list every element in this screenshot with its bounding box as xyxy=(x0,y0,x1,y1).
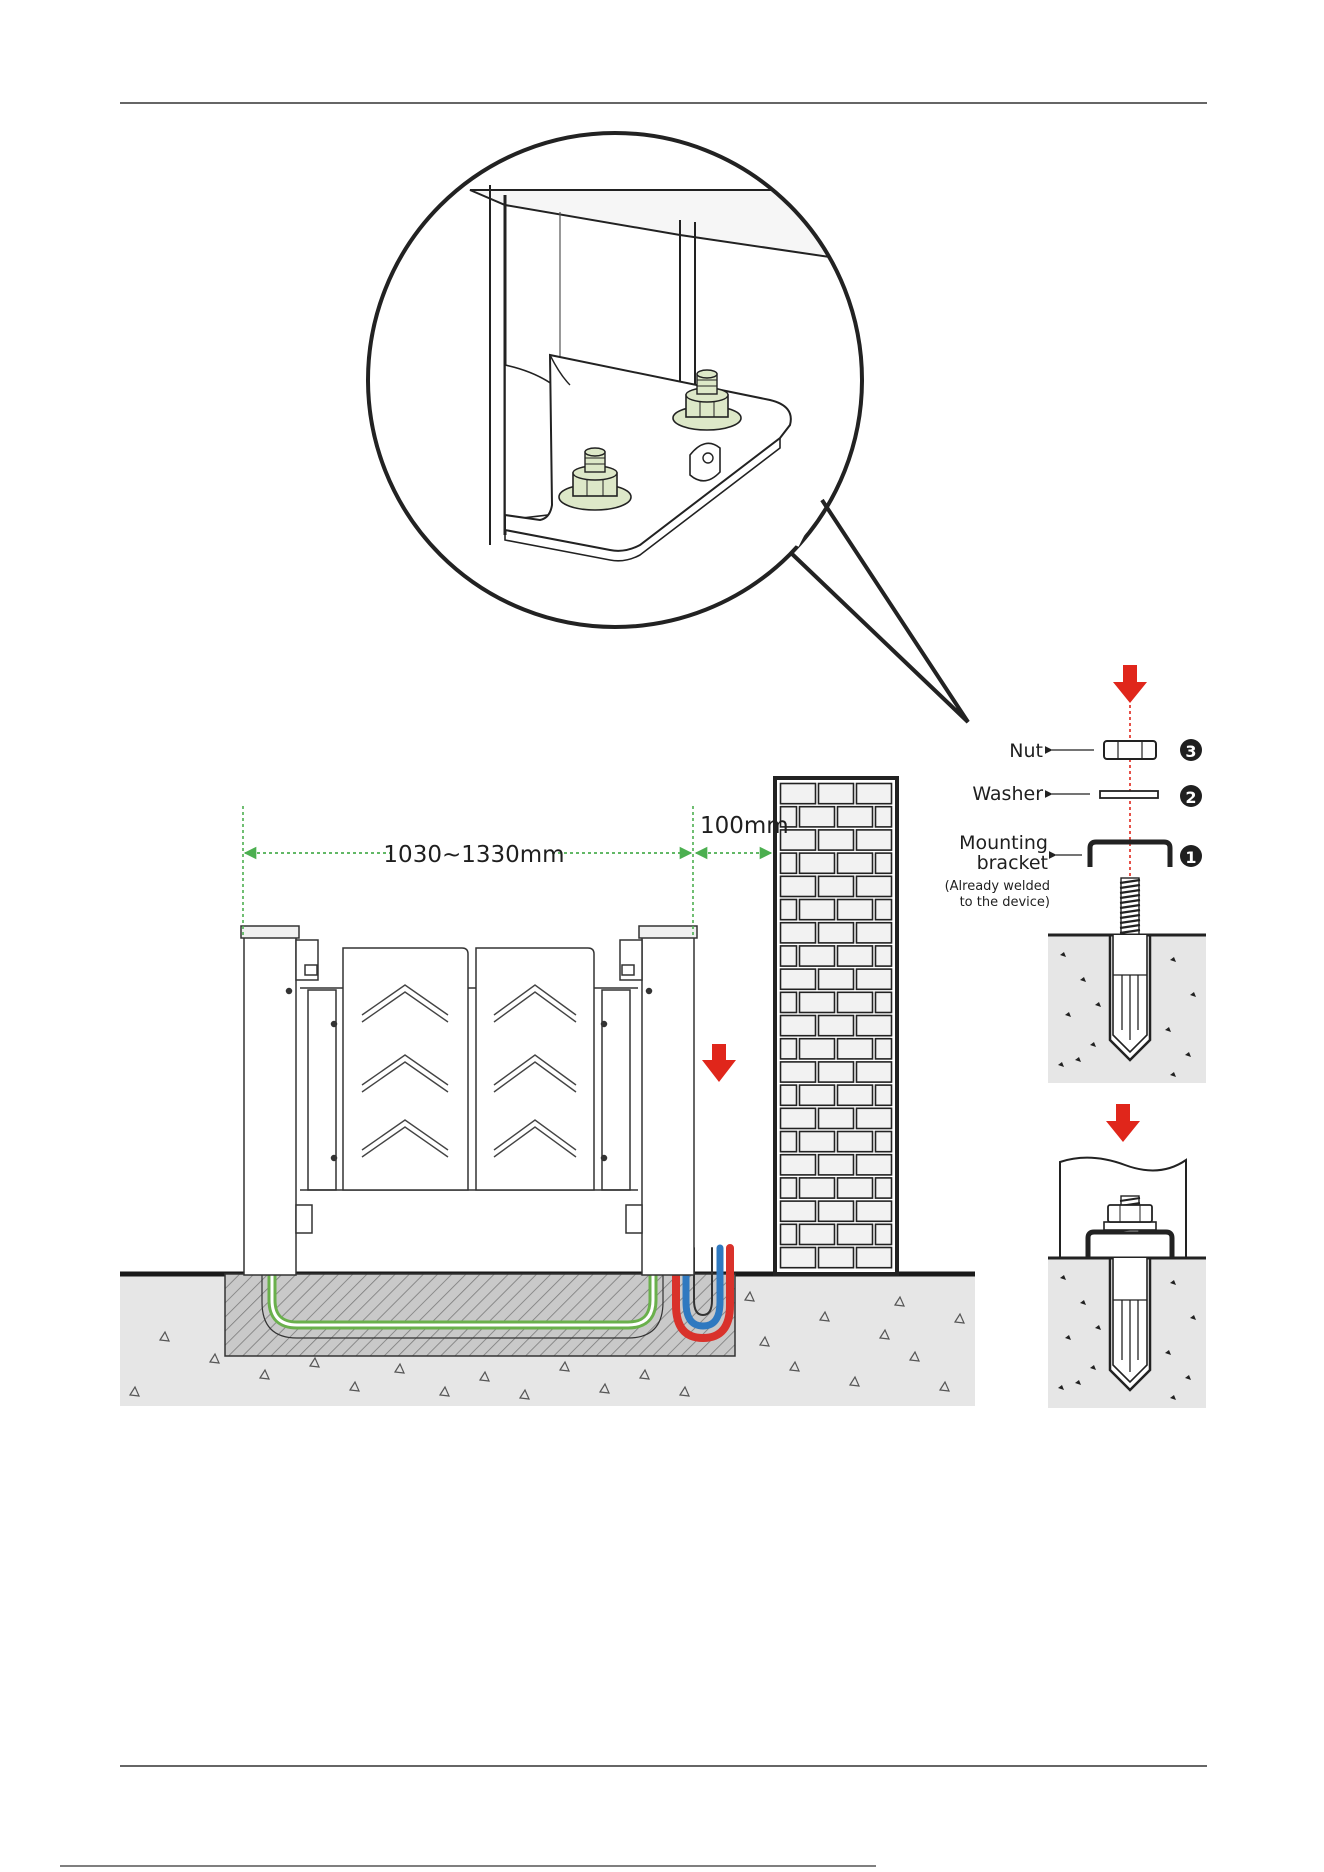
brick xyxy=(876,1224,892,1244)
brick xyxy=(781,946,797,966)
brick xyxy=(838,946,873,966)
brick xyxy=(781,1039,797,1059)
brick xyxy=(819,1201,854,1221)
brick xyxy=(819,923,854,943)
anchor-installed-view xyxy=(1048,1104,1206,1408)
brick xyxy=(819,1062,854,1082)
bracket-note-line2: to the device) xyxy=(960,895,1050,910)
brick xyxy=(838,992,873,1012)
concrete-trench xyxy=(225,1274,735,1356)
insert-arrow-top xyxy=(1113,665,1147,703)
brick xyxy=(800,1178,835,1198)
brick xyxy=(781,1201,816,1221)
brick xyxy=(838,807,873,827)
bracket-note-line1: (Already welded xyxy=(945,879,1050,894)
brick xyxy=(838,1085,873,1105)
brick xyxy=(800,853,835,873)
brick xyxy=(857,1108,892,1128)
brick xyxy=(857,1201,892,1221)
brick xyxy=(781,1132,797,1152)
gate-width-label: 1030~1330mm xyxy=(383,842,564,868)
brick xyxy=(876,807,892,827)
brick xyxy=(857,876,892,896)
brick xyxy=(819,1248,854,1268)
brick xyxy=(781,992,797,1012)
brick xyxy=(876,1085,892,1105)
brick xyxy=(819,876,854,896)
brick xyxy=(857,1062,892,1082)
brick xyxy=(876,1178,892,1198)
brick xyxy=(781,923,816,943)
brick xyxy=(800,1085,835,1105)
brick xyxy=(781,1155,816,1175)
zoom-callout xyxy=(360,130,968,722)
brick xyxy=(800,900,835,920)
brick xyxy=(781,969,816,989)
brick xyxy=(876,1039,892,1059)
wall-gap-label: 100mm xyxy=(700,813,789,839)
brick xyxy=(838,1178,873,1198)
brick xyxy=(819,1016,854,1036)
washer-label: Washer xyxy=(972,783,1043,805)
brick xyxy=(819,784,854,804)
brick xyxy=(857,923,892,943)
brick xyxy=(838,1132,873,1152)
brick xyxy=(857,830,892,850)
brick xyxy=(819,830,854,850)
brick xyxy=(876,853,892,873)
brick xyxy=(781,1016,816,1036)
brick xyxy=(838,900,873,920)
brick xyxy=(800,807,835,827)
washer-part xyxy=(1100,791,1158,798)
brick xyxy=(781,1224,797,1244)
ground-section xyxy=(120,1274,975,1406)
brick xyxy=(800,1224,835,1244)
nut-part xyxy=(1104,741,1156,759)
brick xyxy=(800,946,835,966)
brick xyxy=(857,784,892,804)
step-number-3: 3 xyxy=(1185,742,1196,761)
brick xyxy=(838,1039,873,1059)
brick xyxy=(838,1224,873,1244)
bracket-label-line1: Mounting xyxy=(959,832,1048,854)
brick xyxy=(857,969,892,989)
brick xyxy=(876,1132,892,1152)
brick xyxy=(781,784,816,804)
brick-wall xyxy=(775,778,897,1274)
concrete-hole-before xyxy=(1048,935,1206,1083)
brick xyxy=(800,992,835,1012)
dimension-lines xyxy=(243,806,771,935)
brick xyxy=(781,853,797,873)
step-number-1: 1 xyxy=(1185,848,1196,867)
part-legend: Nut 3 Washer 2 Mounting bracket 1 (Alrea… xyxy=(945,739,1202,910)
brick xyxy=(781,1085,797,1105)
nut-label: Nut xyxy=(1009,740,1043,762)
step-number-2: 2 xyxy=(1185,788,1196,807)
brick xyxy=(781,1248,816,1268)
brick xyxy=(781,1062,816,1082)
brick xyxy=(819,969,854,989)
brick xyxy=(857,1248,892,1268)
brick xyxy=(781,900,797,920)
brick xyxy=(857,1155,892,1175)
brick xyxy=(819,1108,854,1128)
brick xyxy=(819,1155,854,1175)
threaded-bolt xyxy=(1120,878,1140,938)
brick xyxy=(800,1039,835,1059)
brick xyxy=(876,992,892,1012)
brick xyxy=(781,1178,797,1198)
gate-drop-arrow xyxy=(702,1044,736,1082)
brick xyxy=(876,900,892,920)
brick xyxy=(838,853,873,873)
anchor-exploded-view xyxy=(1048,665,1206,1083)
swing-gate xyxy=(241,926,697,1275)
brick xyxy=(857,1016,892,1036)
brick xyxy=(781,876,816,896)
brick xyxy=(800,1132,835,1152)
brick xyxy=(876,946,892,966)
insert-arrow-bottom xyxy=(1106,1104,1140,1142)
bracket-label-line2: bracket xyxy=(977,852,1048,874)
brick xyxy=(781,1108,816,1128)
